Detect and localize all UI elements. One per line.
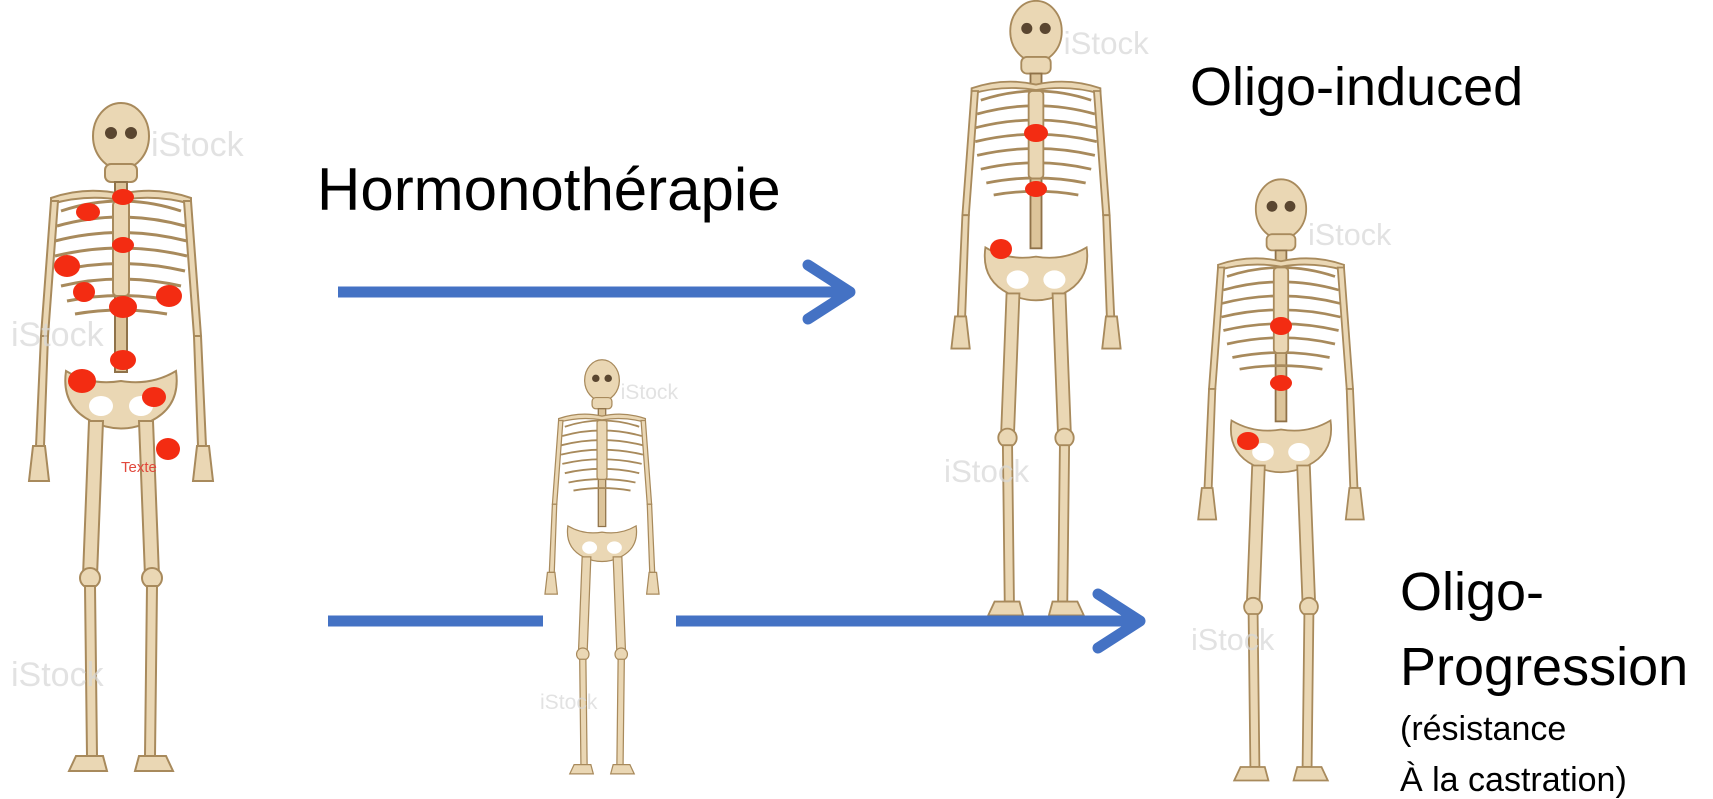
metastasis-spot: [76, 203, 100, 221]
metastasis-spot: [110, 350, 136, 370]
label-castration-resistance-1: (résistance: [1400, 712, 1566, 746]
metastasis-spot: [112, 237, 134, 253]
watermark-text: iStock: [944, 454, 1030, 489]
metastasis-spot: [1270, 375, 1292, 391]
metastasis-spot: [68, 369, 96, 393]
watermark-text: iStock: [540, 691, 598, 714]
watermark-text: iStock: [1191, 623, 1275, 657]
metastasis-spot: [112, 189, 134, 205]
label-oligo-induced: Oligo-induced: [1190, 60, 1523, 114]
metastasis-spot: [142, 387, 166, 407]
skeleton-oligo-induced: iStock iStock: [944, 1, 1149, 616]
watermark-text: iStock: [1308, 218, 1392, 252]
label-oligo-progression-1: Oligo-: [1400, 565, 1544, 619]
metastasis-spot: [156, 285, 182, 307]
watermark-text: iStock: [151, 126, 245, 164]
label-hormonotherapy: Hormonothérapie: [317, 160, 781, 220]
skeleton-oligo-progression: iStock iStock: [1191, 179, 1392, 780]
skeleton-middle: iStock iStock: [540, 360, 678, 774]
watermark-text: iStock: [621, 381, 679, 404]
metastasis-spot: [1025, 181, 1047, 197]
metastasis-spot: [156, 438, 180, 460]
watermark-text: iStock: [1064, 26, 1150, 61]
label-castration-resistance-2: À la castration): [1400, 763, 1627, 797]
metastasis-spot: [1024, 124, 1048, 142]
arrow-hormonotherapy: [338, 265, 850, 319]
watermark-text: iStock: [11, 316, 105, 354]
metastasis-spot: [1270, 317, 1292, 335]
label-oligo-progression-2: Progression: [1400, 640, 1688, 694]
watermark-text: iStock: [11, 656, 105, 694]
metastasis-spot: [1237, 432, 1259, 450]
metastasis-spot: [109, 296, 137, 318]
skeleton-tag: Texte: [121, 459, 157, 476]
metastasis-spot: [73, 282, 95, 302]
metastasis-spot: [990, 239, 1012, 259]
metastasis-spot: [54, 255, 80, 277]
